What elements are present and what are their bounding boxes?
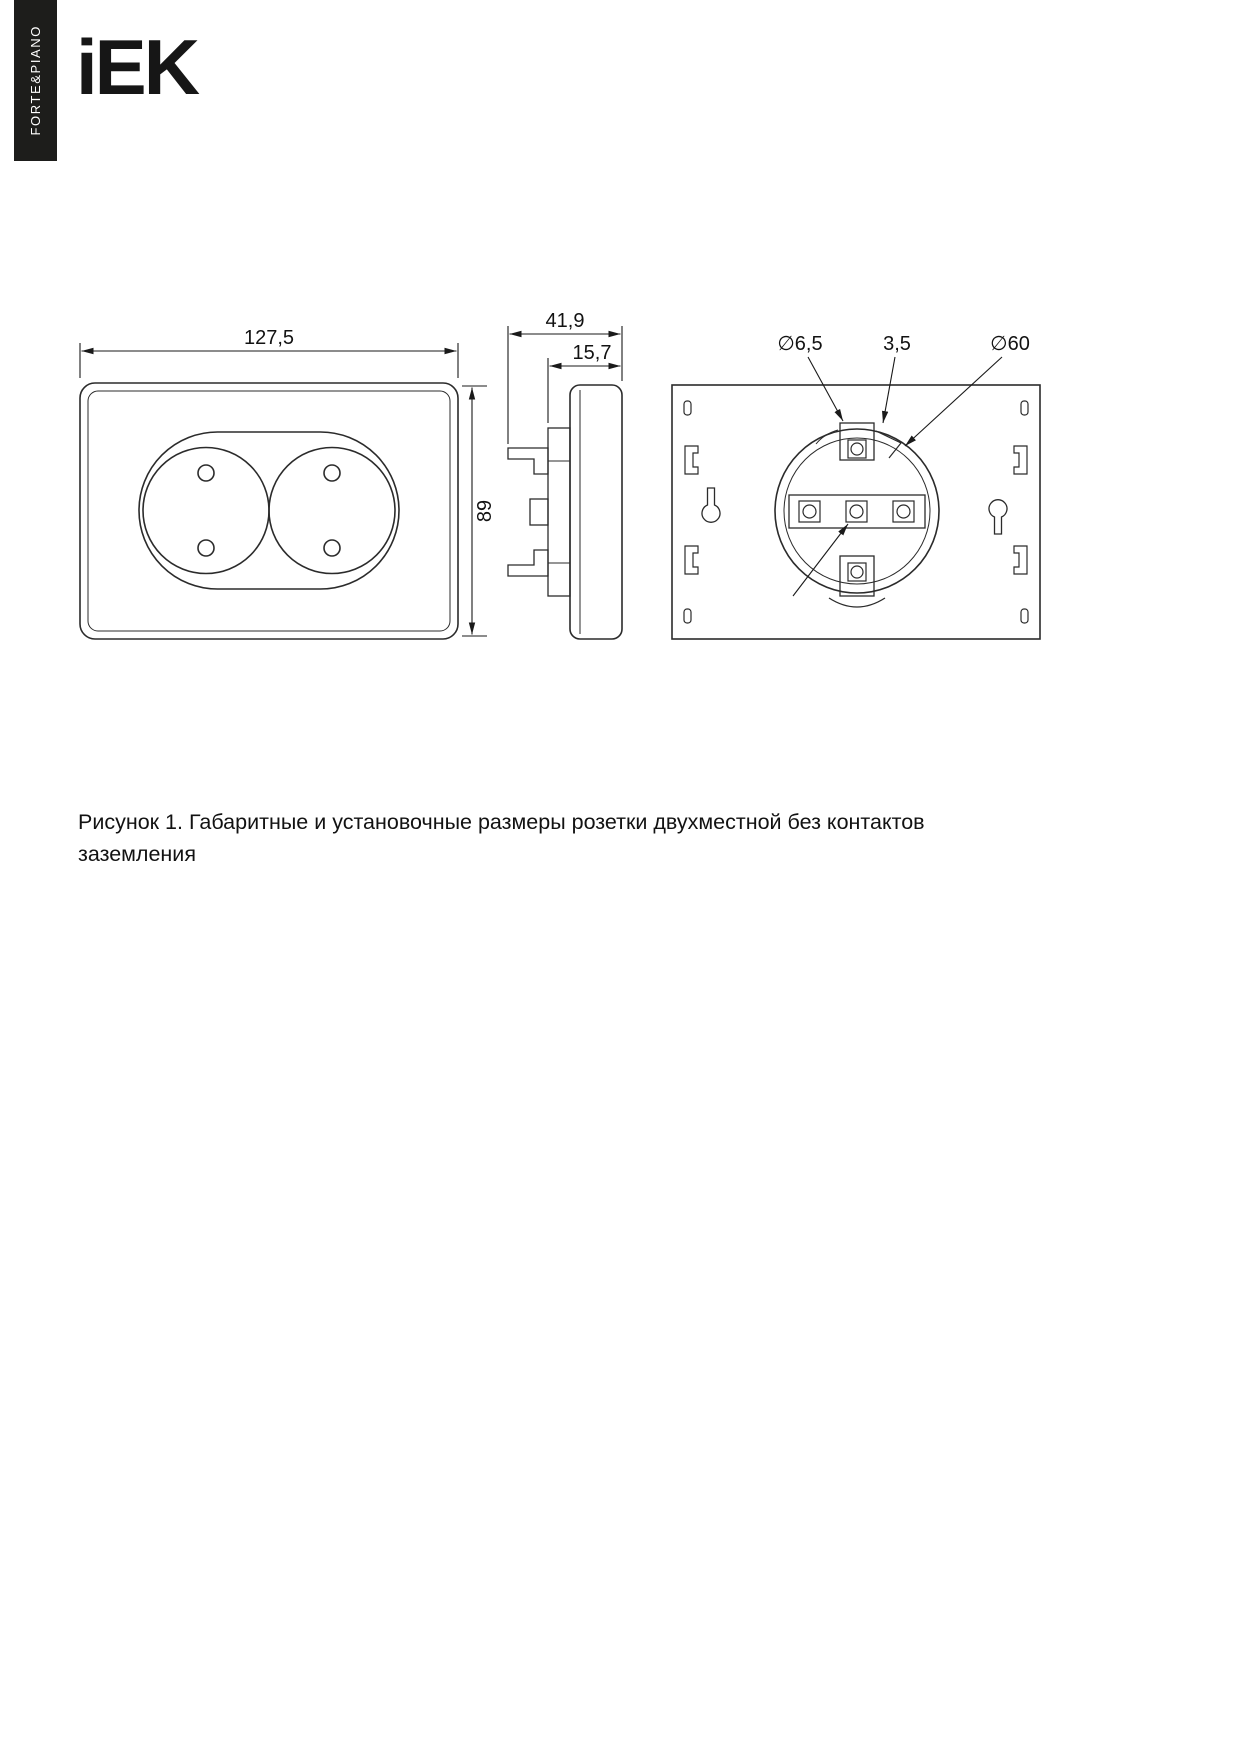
socket-stadium-outline xyxy=(138,431,400,590)
corner-slot xyxy=(1020,608,1029,624)
mechanism-inner-circle xyxy=(783,437,931,585)
side-view xyxy=(507,384,623,640)
dim-front-width: 127,5 xyxy=(244,327,294,349)
top-detail-wedge xyxy=(875,430,902,459)
top-mounting-tab xyxy=(839,422,875,461)
side-claw-bottom xyxy=(507,549,549,577)
dim-front-height: 89 xyxy=(474,500,496,522)
terminal-right-screw xyxy=(896,504,911,519)
iek-logo: iEK xyxy=(76,23,200,111)
top-screw-seat xyxy=(847,439,867,459)
side-dimension-lines xyxy=(507,326,623,444)
terminal-left-screw xyxy=(802,504,817,519)
dim-back-hole-diameter: ∅6,5 xyxy=(777,333,822,355)
edge-clip xyxy=(1013,545,1028,575)
keyhole-left xyxy=(701,487,721,523)
side-mechanism-bump xyxy=(529,498,549,526)
leader-tab-width xyxy=(881,356,896,424)
terminal-right xyxy=(892,500,915,523)
front-plate-outline xyxy=(79,382,459,640)
keyhole-right xyxy=(988,499,1008,535)
terminal-center xyxy=(845,500,868,523)
technical-drawing: 127,5 89 41,9 15,7 xyxy=(79,310,1041,640)
bottom-screw xyxy=(850,565,864,579)
mounting-box-circle xyxy=(774,428,940,594)
side-claw-top xyxy=(507,447,549,475)
dim-back-box-diameter: ∅60 xyxy=(990,333,1030,355)
dim-back-tab-width: 3,5 xyxy=(883,333,911,355)
top-screw xyxy=(850,442,864,456)
socket-right xyxy=(268,446,396,575)
edge-clip xyxy=(1013,445,1028,475)
front-dimension-lines xyxy=(79,343,487,637)
forte-piano-sidebar: FORTE&PIANO xyxy=(14,0,57,161)
figure-caption: Рисунок 1. Габаритные и установочные раз… xyxy=(78,810,925,867)
side-cover-outline xyxy=(569,384,623,640)
socket-left-pin-bottom xyxy=(197,539,215,557)
leader-hole-diameter xyxy=(807,356,844,422)
back-view xyxy=(671,384,1041,640)
edge-clip xyxy=(684,545,699,575)
dim-side-cover-depth: 15,7 xyxy=(573,342,612,364)
back-leader-lines xyxy=(792,356,1003,597)
leader-center-screw xyxy=(792,523,849,597)
terminal-left xyxy=(798,500,821,523)
corner-slot xyxy=(1020,400,1029,416)
leader-box-diameter xyxy=(904,356,1003,447)
top-detail-arc xyxy=(815,429,839,445)
socket-left-pin-top xyxy=(197,464,215,482)
bottom-mounting-tab xyxy=(839,555,875,597)
dim-side-depth: 41,9 xyxy=(546,310,585,332)
edge-clip xyxy=(684,445,699,475)
socket-right-pin-top xyxy=(323,464,341,482)
corner-slot xyxy=(683,400,692,416)
side-frame-plate xyxy=(547,427,571,597)
bottom-detail-arc xyxy=(828,597,886,608)
front-view xyxy=(79,382,459,640)
socket-right-pin-bottom xyxy=(323,539,341,557)
front-plate-inner-outline xyxy=(87,390,451,632)
socket-left xyxy=(142,446,270,575)
back-plate-outline xyxy=(671,384,1041,640)
terminal-center-screw xyxy=(849,504,864,519)
corner-slot xyxy=(683,608,692,624)
bottom-screw-seat xyxy=(847,562,867,582)
terminal-row xyxy=(788,494,926,529)
